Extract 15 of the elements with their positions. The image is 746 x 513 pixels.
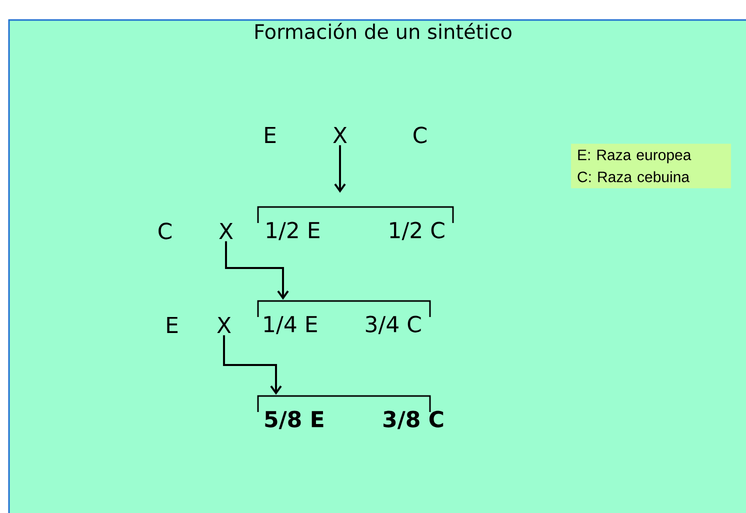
cross-sign: X: [219, 222, 233, 239]
cross-sign: X: [217, 316, 231, 333]
letter-label: C: [414, 126, 426, 144]
bracket-group: 1/2 E 1/2 C: [257, 206, 454, 240]
arrow: [223, 335, 282, 395]
letter-label: E: [265, 126, 276, 144]
letter-label: E: [167, 316, 178, 333]
legend-box: E: Raza europea C: Raza cebuina: [571, 144, 731, 188]
arrow: [225, 241, 289, 300]
title: Formación de un sintético: [256, 22, 512, 40]
bracket-group: 1/4 E 3/4 C: [257, 300, 431, 334]
arrow: [334, 145, 346, 193]
cross-sign: X: [333, 126, 347, 144]
letter-label: C: [158, 222, 172, 240]
bracket-group: 5/8 E 3/8 C: [257, 395, 444, 430]
